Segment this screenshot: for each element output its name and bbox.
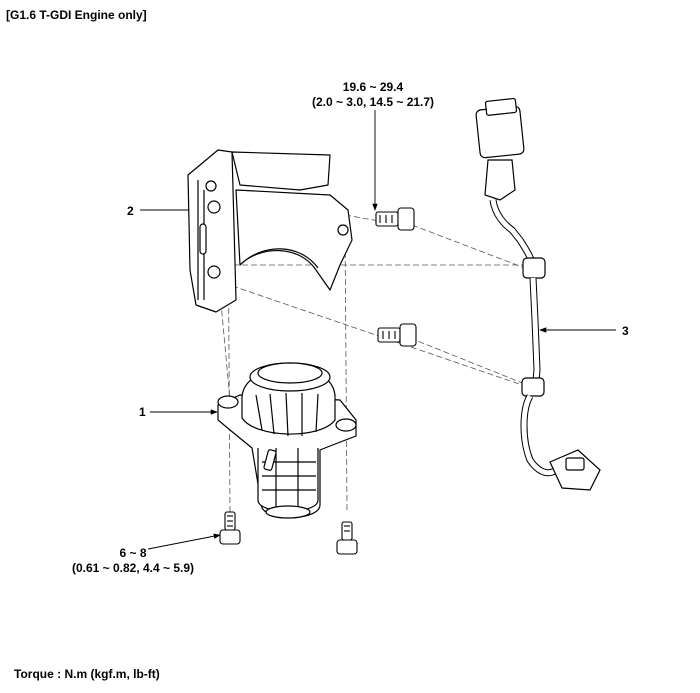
secondary-air-pump (217, 362, 357, 519)
upper-mounting-bolt (375, 207, 415, 231)
diagram-title: [G1.6 T-GDI Engine only] (6, 8, 147, 22)
middle-mounting-bolt (377, 323, 417, 347)
torque-units-note: Torque : N.m (kgf.m, lb-ft) (14, 667, 160, 681)
lower-bolt-torque-value: 6 ~ 8 (119, 546, 147, 560)
upper-bolt-torque-conversion: (2.0 ~ 3.0, 14.5 ~ 21.7) (311, 95, 435, 109)
callout-number-1: 1 (139, 405, 146, 419)
callout-number-3: 3 (622, 324, 629, 338)
upper-bolt-torque-value: 19.6 ~ 29.4 (342, 80, 404, 94)
lower-bolt-torque-conversion: (0.61 ~ 0.82, 4.4 ~ 5.9) (71, 561, 195, 575)
mounting-bracket (187, 149, 353, 313)
lower-left-pump-bolt (219, 511, 241, 545)
callout-leaders (140, 110, 616, 550)
lower-right-pump-bolt (336, 521, 358, 555)
assembly-guide-lines (209, 184, 531, 513)
wiring-harness (475, 97, 601, 491)
callout-number-2: 2 (127, 204, 134, 218)
